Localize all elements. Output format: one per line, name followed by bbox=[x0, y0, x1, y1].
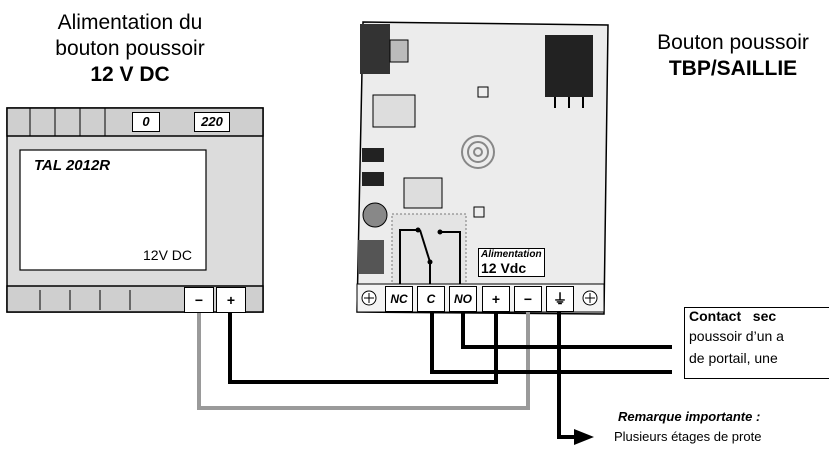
contact-note-line3: de portail, une bbox=[689, 350, 778, 366]
power-label: Alimentation 12 Vdc bbox=[478, 248, 545, 277]
regulator-component bbox=[545, 35, 593, 97]
arrow-icon bbox=[574, 429, 594, 445]
terminal-nc: NC bbox=[385, 286, 413, 312]
psu-model: TAL 2012R bbox=[34, 157, 111, 174]
contact-note-line1: Contact sec bbox=[689, 308, 777, 324]
chip-2 bbox=[403, 177, 443, 209]
wires bbox=[197, 309, 672, 445]
common-wire bbox=[430, 309, 672, 374]
no-wire bbox=[461, 309, 672, 349]
terminal-negative: − bbox=[514, 286, 542, 312]
psu-title-line1: Alimentation du bbox=[57, 11, 203, 34]
psu-terminal-positive: + bbox=[216, 287, 246, 313]
power-label-line1: Alimentation bbox=[481, 249, 542, 260]
terminal-no: NO bbox=[449, 286, 477, 312]
psu-voltage: 12V DC bbox=[143, 247, 193, 263]
psu-label-0: 0 bbox=[132, 112, 160, 132]
gray-negative-wire bbox=[197, 309, 530, 410]
psu-title-line3: 12 V DC bbox=[90, 63, 170, 86]
contact-note-box: Contact sec poussoir d’un a de portail, … bbox=[684, 307, 829, 379]
button-title-line2: TBP/SAILLIE bbox=[668, 57, 798, 80]
power-label-line2: 12 Vdc bbox=[481, 260, 527, 276]
earth-wire bbox=[557, 309, 574, 439]
psu-title-line2: bouton poussoir bbox=[55, 37, 205, 60]
psu-label-220: 220 bbox=[194, 112, 230, 132]
terminal-earth: ⏚ bbox=[546, 286, 574, 312]
chip-1 bbox=[372, 94, 416, 128]
button-title: Bouton poussoir TBP/SAILLIE bbox=[618, 30, 829, 82]
remark-text: Plusieurs étages de prote bbox=[614, 429, 762, 444]
connector-block bbox=[360, 24, 390, 74]
button-title-line1: Bouton poussoir bbox=[657, 31, 809, 54]
buzzer bbox=[461, 135, 495, 169]
terminal-positive: + bbox=[482, 286, 510, 312]
terminal-c: C bbox=[417, 286, 445, 312]
psu-terminal-negative: − bbox=[184, 287, 214, 313]
power-supply-unit bbox=[6, 107, 264, 313]
psu-title: Alimentation du bouton poussoir 12 V DC bbox=[20, 10, 240, 88]
contact-note-line2: poussoir d’un a bbox=[689, 328, 784, 344]
remark-title: Remarque importante : bbox=[618, 409, 761, 424]
